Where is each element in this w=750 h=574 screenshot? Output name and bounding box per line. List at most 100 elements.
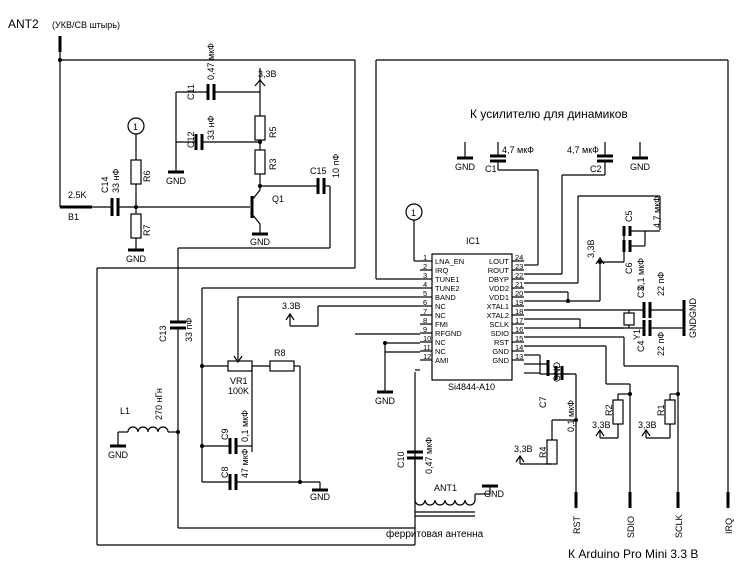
arduino-pin-sclk: SCLK bbox=[674, 514, 684, 538]
v33-label: 3,3В bbox=[586, 239, 596, 258]
ic-pin-name: LOUT bbox=[489, 257, 509, 266]
vr1-body bbox=[227, 360, 253, 372]
ic-pin-name: ROUT bbox=[488, 266, 510, 275]
c2-value: 4,7 мкФ bbox=[567, 145, 599, 155]
r6-label: R6 bbox=[142, 170, 152, 182]
ic-pin-name: IRQ bbox=[435, 266, 449, 275]
ic-pin-number: 16 bbox=[515, 325, 523, 334]
c14-label: C14 bbox=[100, 176, 110, 193]
ant1-label: ANT1 bbox=[434, 483, 457, 493]
junction bbox=[58, 58, 62, 62]
ic-pin-name: XTAL1 bbox=[487, 302, 509, 311]
junction bbox=[598, 260, 602, 264]
node-1-text: 1 bbox=[133, 122, 138, 132]
c15-value: 10 пФ bbox=[331, 154, 341, 178]
ic-pin-number: 23 bbox=[515, 262, 523, 271]
arduino-pin-sdio: SDIO bbox=[626, 516, 636, 538]
c4-label: C4 bbox=[636, 340, 646, 352]
l1-value: 270 нГн bbox=[154, 388, 164, 420]
vr1-value: 100K bbox=[228, 386, 249, 396]
c7-label: C7 bbox=[538, 396, 548, 408]
vr1-wiper-icon bbox=[233, 355, 243, 364]
v33-label: 3,3В bbox=[638, 420, 657, 430]
y1-crystal bbox=[623, 312, 635, 326]
c14-value: 33 нФ bbox=[111, 169, 121, 193]
gnd-label: GND bbox=[108, 450, 129, 460]
ic-pin-name: SDIO bbox=[491, 329, 510, 338]
r8-body bbox=[269, 360, 295, 372]
arduino-pin-irq: IRQ bbox=[724, 518, 734, 534]
q1-collector bbox=[251, 189, 261, 201]
gnd-label: GND bbox=[166, 176, 187, 186]
c13-value: 33 пФ bbox=[184, 318, 194, 342]
vr1-label: VR1 bbox=[230, 376, 248, 386]
r5-body bbox=[254, 115, 266, 141]
ic-pin-name: DBYP bbox=[489, 275, 509, 284]
junction bbox=[383, 341, 387, 345]
r1-label: R1 bbox=[656, 404, 666, 416]
ic-pin-name: NC bbox=[435, 302, 446, 311]
gnd-label: GND bbox=[484, 489, 505, 499]
junction bbox=[574, 418, 578, 422]
c1-label: C1 bbox=[485, 164, 497, 174]
r1-body bbox=[664, 399, 676, 425]
c8-value: 47 мкФ bbox=[240, 448, 250, 478]
gnd-label: GND bbox=[455, 162, 476, 172]
r3-label: R3 bbox=[268, 158, 278, 170]
ic-pin-name: RFGND bbox=[435, 329, 462, 338]
arduino-pin-rst: RST bbox=[572, 515, 582, 534]
c12-label: C12 bbox=[186, 131, 196, 148]
v33-label: 3,3В bbox=[514, 444, 533, 454]
ic-pin-name: NC bbox=[435, 338, 446, 347]
v33-label: 3,3В bbox=[592, 420, 611, 430]
ic-pin-number: 20 bbox=[515, 289, 523, 298]
ic-pin-name: SCLK bbox=[489, 320, 509, 329]
ic-pin-name: AMI bbox=[435, 356, 448, 365]
r4-label: R4 bbox=[538, 446, 548, 458]
ic-pin-number: 11 bbox=[423, 343, 431, 352]
q1-label: Q1 bbox=[272, 194, 284, 204]
c15-label: C15 bbox=[310, 166, 327, 176]
junction bbox=[628, 392, 632, 396]
c6-label: C6 bbox=[624, 262, 634, 274]
r5-label: R5 bbox=[268, 126, 278, 138]
ic-pin-name: VDD1 bbox=[489, 293, 509, 302]
ic-pin-number: 21 bbox=[515, 280, 523, 289]
junction bbox=[200, 364, 204, 368]
ic-pin-number: 8 bbox=[423, 316, 427, 325]
c13-label: C13 bbox=[158, 325, 168, 342]
c10-label: C10 bbox=[396, 451, 406, 468]
gnd-label: GND bbox=[688, 298, 698, 319]
ic-pin-number: 15 bbox=[515, 334, 523, 343]
ic-pin-number: 17 bbox=[515, 316, 523, 325]
q1-emitter bbox=[251, 213, 261, 225]
ferrite-label: ферритовая антенна bbox=[386, 528, 484, 540]
c6-value: 0,1 мкФ bbox=[636, 258, 646, 290]
ic-pin-number: 6 bbox=[423, 298, 427, 307]
gnd-label: GND bbox=[310, 492, 331, 502]
ic-pin-name: RST bbox=[494, 338, 509, 347]
c11-value: 0,47 мкФ bbox=[206, 43, 216, 80]
l1-coil bbox=[127, 426, 169, 433]
ic-pin-number: 13 bbox=[515, 352, 523, 361]
junction bbox=[676, 392, 680, 396]
c10-value: 0,47 мкФ bbox=[424, 437, 434, 474]
junction bbox=[200, 444, 204, 448]
c8-label: C8 bbox=[220, 466, 230, 478]
ic-right-pins: 24LOUT23ROUT22DBYP21VDD220VDD119XTAL118X… bbox=[487, 253, 524, 365]
gnd-label: GND bbox=[375, 396, 396, 406]
ic-pin-number: 12 bbox=[423, 352, 431, 361]
r8-label: R8 bbox=[274, 348, 286, 358]
node-1-text: 1 bbox=[411, 208, 416, 218]
ic-pin-name: XTAL2 bbox=[487, 311, 509, 320]
ic-part: Si4844-A10 bbox=[448, 382, 495, 392]
ic-pin-number: 14 bbox=[515, 343, 523, 352]
ic-pin-number: 18 bbox=[515, 307, 523, 316]
ic-pin-number: 3 bbox=[423, 271, 427, 280]
ic-pin-number: 2 bbox=[423, 262, 427, 271]
gnd-label: GND bbox=[126, 254, 147, 264]
ic-pin-name: VDD2 bbox=[489, 284, 509, 293]
l1-label: L1 bbox=[120, 406, 130, 416]
v33-arrow-icon bbox=[254, 79, 266, 87]
